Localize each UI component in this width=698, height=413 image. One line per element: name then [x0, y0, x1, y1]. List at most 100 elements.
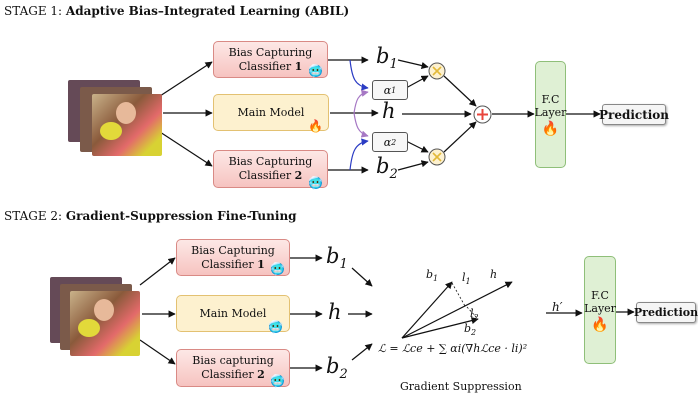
var-h: h — [382, 99, 396, 123]
b2-text: b — [376, 154, 390, 178]
arrow-img-bias1 — [159, 61, 213, 97]
arrow-b1-alpha1 — [349, 59, 369, 91]
s2-fc-line1: F.C — [591, 288, 609, 302]
s2-bias1-line1: Bias Capturing — [191, 243, 275, 257]
multiply-icon — [428, 62, 446, 80]
bias1-num: 1 — [294, 59, 303, 73]
gs-vector-b1 — [401, 281, 453, 339]
s2-bias1-num: 1 — [257, 257, 265, 271]
fire-icon: 🔥 — [541, 121, 560, 137]
s2-h-text: h — [328, 300, 342, 324]
gs-l2-label: l2 — [470, 307, 479, 322]
gs-vector-l1 — [451, 282, 466, 307]
s2-bias2-num: 2 — [257, 368, 265, 381]
alpha2-sub: 2 — [391, 137, 397, 147]
s2-fc-line2: Layer — [584, 301, 616, 315]
photo2-front — [70, 291, 140, 356]
b2-sub: 2 — [389, 167, 398, 183]
bias2-line2: Classifier — [238, 169, 295, 182]
alpha1-sub: 1 — [391, 85, 397, 95]
s2-b2-text: b — [326, 354, 340, 378]
h-text: h — [382, 99, 396, 123]
alpha2-text: α — [383, 135, 392, 149]
var2-h: h — [328, 300, 342, 324]
arrow2-img-bias2 — [139, 339, 176, 365]
gs-formula: ℒ = ℒce + ∑ αi(∇hℒce · li)² — [378, 342, 528, 355]
stage1-label: STAGE 1: — [4, 4, 66, 18]
fc-line1: F.C — [541, 93, 560, 106]
gs-vector-b2 — [401, 317, 479, 339]
arrow-img-bias2 — [159, 131, 213, 167]
main-model-label: Main Model — [237, 105, 305, 119]
bias2-line1: Bias Capturing — [228, 155, 313, 168]
fc-layer: F.C Layer 🔥 — [535, 61, 566, 168]
gs-l1-text: l — [462, 271, 466, 284]
s2-prediction-label: Prediction — [633, 306, 698, 319]
arrow-b1-mult1 — [397, 59, 429, 70]
gs-h-text: h — [490, 268, 498, 281]
arrow-b2-alpha2 — [349, 138, 369, 171]
main-model: Main Model — [213, 94, 329, 131]
bias1-line1: Bias Capturing — [228, 45, 313, 59]
arrow2-b2-gs — [351, 343, 373, 361]
gs-b1-label: b1 — [426, 268, 438, 283]
gs-vector-l2 — [466, 306, 479, 320]
gs-b1-text: b — [426, 268, 434, 281]
gs-b1-sub: 1 — [433, 274, 439, 284]
arrow-alpha2-mult2 — [405, 140, 429, 153]
prediction-output-2: Prediction — [633, 302, 698, 323]
h-prime-label: h′ — [552, 300, 563, 314]
var2-b1: b1 — [326, 244, 348, 272]
frozen-face-icon: 🥶 — [268, 320, 283, 334]
arrow-mult1-plus — [443, 75, 477, 107]
frozen-face-icon: 🥶 — [308, 176, 323, 190]
frozen-face-icon: 🥶 — [308, 64, 323, 78]
s2-bias1-line2: Classifier — [201, 257, 258, 271]
stage2-title-text: Gradient-Suppression Fine-Tuning — [65, 209, 297, 223]
bias2-num: 2 — [294, 169, 303, 182]
s2-bias2-line1: Bias capturing — [192, 354, 274, 367]
fc-layer-2: F.C Layer 🔥 — [584, 256, 616, 364]
fire-icon: 🔥 — [591, 316, 609, 333]
gs-b2-sub: 2 — [471, 328, 477, 338]
s2-b2-sub: 2 — [339, 367, 348, 383]
stage2-label: STAGE 2: — [4, 209, 66, 223]
gs-l2-sub: 2 — [473, 313, 479, 323]
prediction-label: Prediction — [598, 107, 670, 122]
gs-b2-text: b — [464, 322, 472, 335]
arrow2-b1-gs — [351, 267, 373, 287]
arrow-h-alpha1 — [353, 89, 369, 114]
arrow-mult2-plus — [443, 121, 477, 153]
fire-icon: 🔥 — [308, 119, 323, 133]
arrow-h-alpha2 — [353, 112, 369, 138]
s2-main-model-label: Main Model — [199, 306, 267, 320]
fc-line2: Layer — [534, 106, 567, 119]
var-b2: b2 — [376, 154, 398, 182]
b1-sub: 1 — [389, 57, 398, 73]
s2-b1-text: b — [326, 244, 340, 268]
gs-b2-label: b2 — [464, 322, 476, 337]
alpha1-text: α — [383, 83, 392, 97]
stage2-title: STAGE 2: Gradient-Suppression Fine-Tunin… — [4, 209, 297, 223]
stage1-title: STAGE 1: Adaptive Bias–Integrated Learni… — [4, 4, 349, 18]
s2-b1-sub: 1 — [339, 257, 348, 273]
plus-icon — [473, 105, 492, 124]
frozen-face-icon: 🥶 — [270, 262, 285, 276]
arrow-b2-mult2 — [397, 160, 429, 171]
var-b1: b1 — [376, 44, 398, 72]
s2-bias2-line2: Classifier — [201, 368, 258, 381]
gs-vector-h — [401, 281, 513, 339]
gs-l1-label: l1 — [462, 271, 471, 286]
var2-b2: b2 — [326, 354, 348, 382]
gs-h-label: h — [490, 268, 497, 281]
stage1-title-text: Adaptive Bias–Integrated Learning (ABIL) — [65, 4, 350, 18]
photo-front — [92, 94, 162, 156]
prediction-output: Prediction — [598, 104, 670, 125]
gs-caption: Gradient Suppression — [400, 380, 522, 393]
